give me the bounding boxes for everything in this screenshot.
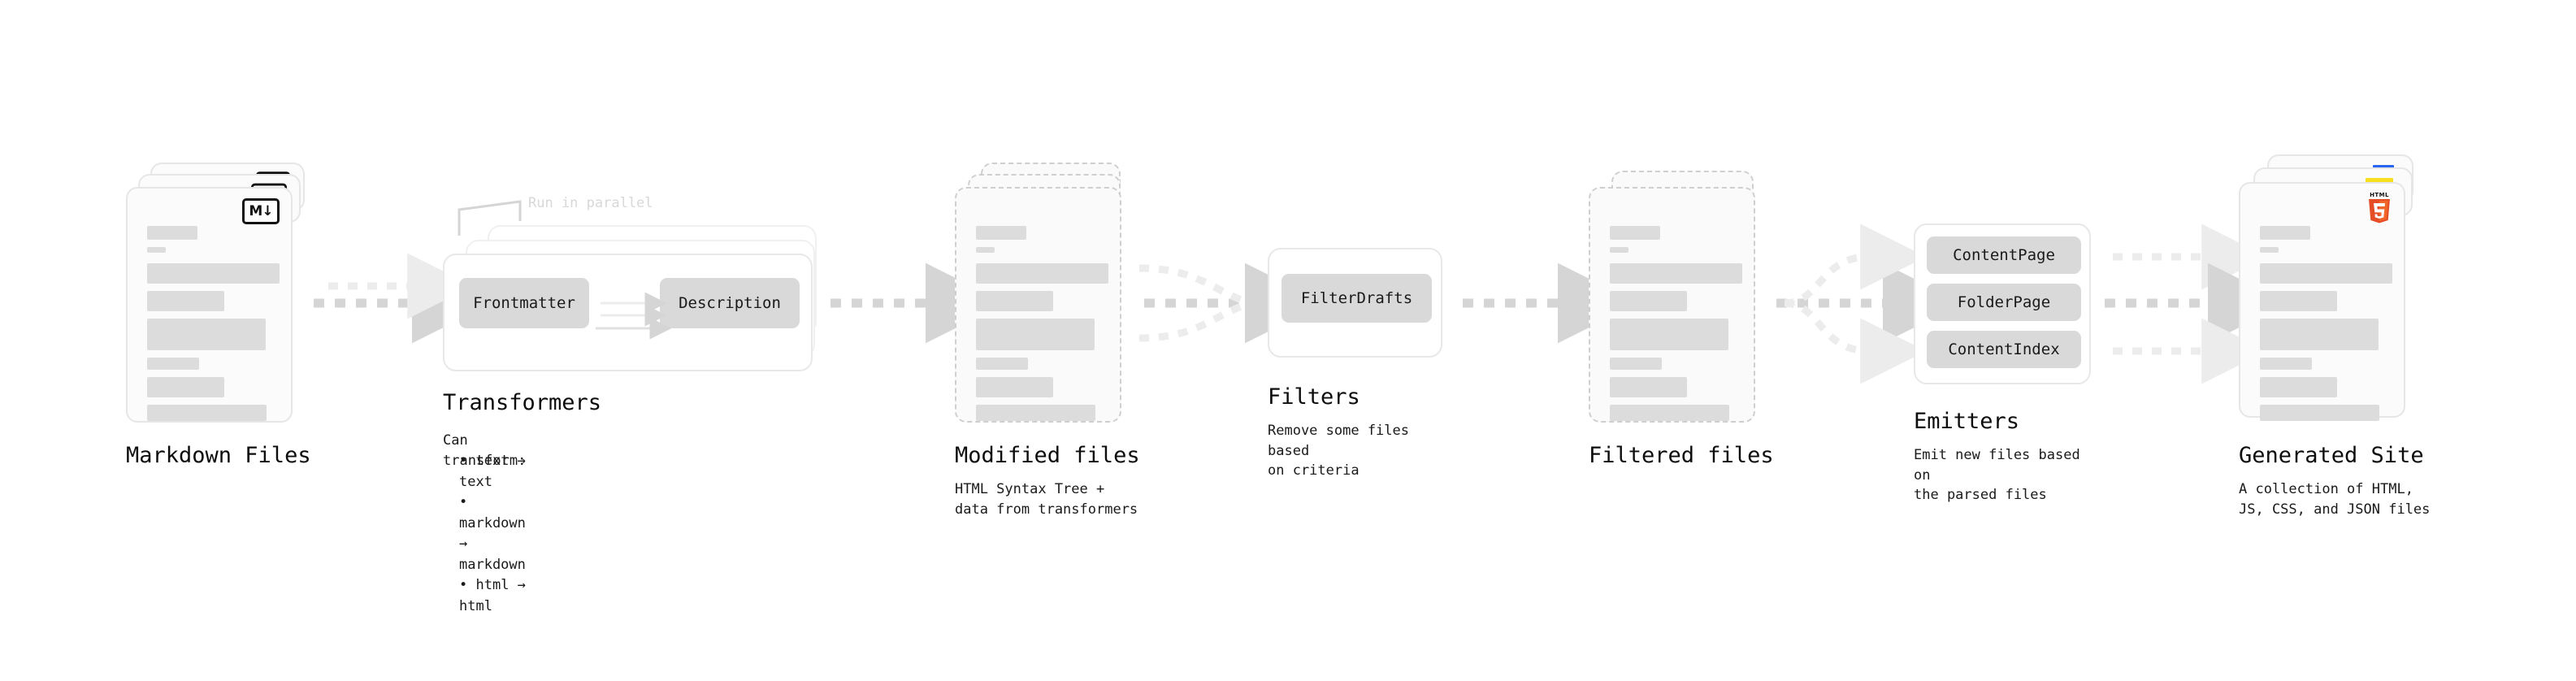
transformers-group-front[interactable]: Frontmatter Description	[443, 254, 813, 371]
stage-desc-modified-files: HTML Syntax Tree + data from transformer…	[955, 481, 1138, 518]
stage-title-markdown-files: Markdown Files	[126, 443, 311, 468]
skeleton-bar	[147, 247, 166, 253]
skeleton-bar	[976, 247, 995, 253]
skeleton-bar	[147, 226, 197, 240]
skeleton-bar	[1610, 263, 1742, 284]
html5-icon: HTML	[2366, 190, 2393, 224]
stage-filters: FilterDrafts Filters Remove some files b…	[1268, 248, 1442, 479]
skeleton-bar	[1610, 291, 1687, 311]
skeleton-bar	[976, 377, 1053, 397]
stage-title-emitters: Emitters	[1914, 409, 2020, 434]
modified-file-stack	[955, 163, 1142, 423]
markdown-file-stack: M↓ M↓ M↓	[126, 163, 313, 423]
skeleton-bar	[2260, 377, 2337, 397]
emitter-pill-folderpage[interactable]: FolderPage	[1927, 284, 2081, 321]
filters-group[interactable]: FilterDrafts	[1268, 248, 1442, 358]
skeleton-bar	[2260, 263, 2392, 284]
markdown-skeleton-body	[128, 189, 291, 421]
skeleton-bar	[1610, 377, 1687, 397]
filtered-skeleton-body	[1590, 189, 1754, 421]
skeleton-bar	[1610, 358, 1662, 370]
transformer-bullet: markdown → markdown	[459, 492, 526, 575]
stage-title-filters: Filters	[1268, 384, 1360, 410]
run-in-parallel-label: Run in parallel	[528, 195, 653, 211]
skeleton-bar	[1610, 405, 1729, 421]
stage-modified-files: Modified files HTML Syntax Tree + data f…	[955, 163, 1142, 518]
skeleton-bar	[2260, 291, 2337, 311]
skeleton-bar	[147, 405, 267, 421]
skeleton-bar	[976, 319, 1095, 350]
skeleton-bar	[2260, 226, 2310, 240]
filtered-card-front[interactable]	[1589, 187, 1755, 423]
skeleton-bar	[976, 263, 1108, 284]
skeleton-bar	[976, 226, 1026, 240]
skeleton-bar	[976, 291, 1053, 311]
skeleton-bar	[1610, 247, 1628, 253]
transformer-bullet: text → text	[459, 451, 526, 492]
svg-text:HTML: HTML	[2370, 192, 2389, 198]
modified-skeleton-body	[956, 189, 1120, 421]
skeleton-bar	[2260, 247, 2279, 253]
skeleton-bar	[976, 405, 1095, 421]
skeleton-bar	[2260, 319, 2379, 350]
stage-title-transformers: Transformers	[443, 390, 602, 415]
stage-desc-generated-site: A collection of HTML, JS, CSS, and JSON …	[2239, 481, 2431, 518]
arrow-markdown-to-transformers	[314, 253, 492, 344]
filtered-file-stack	[1589, 163, 1776, 423]
transformer-pill-frontmatter[interactable]: Frontmatter	[459, 278, 589, 328]
generated-card-html[interactable]: HTML	[2239, 182, 2405, 421]
stage-emitters: ContentPage FolderPage ContentIndex Emit…	[1914, 223, 2091, 503]
stage-desc-emitters: Emit new files based on the parsed files	[1914, 447, 2080, 504]
generated-site-stack: HTML	[2239, 154, 2442, 423]
skeleton-bar	[2260, 405, 2379, 421]
skeleton-bar	[147, 319, 266, 350]
skeleton-bar	[147, 291, 224, 311]
stage-desc-filters: Remove some files based on criteria	[1268, 423, 1409, 479]
stage-title-filtered-files: Filtered files	[1589, 443, 1774, 468]
modified-card-front[interactable]	[955, 187, 1121, 423]
skeleton-bar	[1610, 319, 1728, 350]
emitter-pill-contentpage[interactable]: ContentPage	[1927, 236, 2081, 274]
generated-skeleton-body	[2240, 184, 2404, 421]
transformer-bullet: html → html	[459, 575, 526, 617]
emitter-pill-contentindex[interactable]: ContentIndex	[1927, 331, 2081, 368]
skeleton-bar	[147, 263, 280, 284]
stage-title-modified-files: Modified files	[955, 443, 1140, 468]
stage-generated-site: HTML Generated Sit	[2239, 154, 2442, 518]
emitters-group[interactable]: ContentPage FolderPage ContentIndex	[1914, 223, 2091, 384]
skeleton-bar	[2260, 358, 2312, 370]
markdown-card-front[interactable]: M↓	[126, 187, 293, 423]
transformer-pill-description[interactable]: Description	[660, 278, 800, 328]
stage-markdown-files: M↓ M↓ M↓ Markdown Files	[126, 163, 313, 468]
skeleton-bar	[147, 377, 224, 397]
transformers-bullet-list: text → text markdown → markdown html → h…	[443, 451, 526, 617]
skeleton-bar	[976, 358, 1028, 370]
arrow-emitters-to-site	[2105, 223, 2288, 384]
stage-title-generated-site: Generated Site	[2239, 443, 2424, 468]
stage-filtered-files: Filtered files	[1589, 163, 1776, 468]
markdown-icon: M↓	[242, 198, 280, 224]
filter-pill-filterdrafts[interactable]: FilterDrafts	[1281, 274, 1432, 323]
arrow-filtered-to-emitters	[1776, 223, 1963, 384]
skeleton-bar	[1610, 226, 1660, 240]
skeleton-bar	[147, 358, 199, 370]
arrow-modified-to-filters	[1138, 262, 1325, 344]
